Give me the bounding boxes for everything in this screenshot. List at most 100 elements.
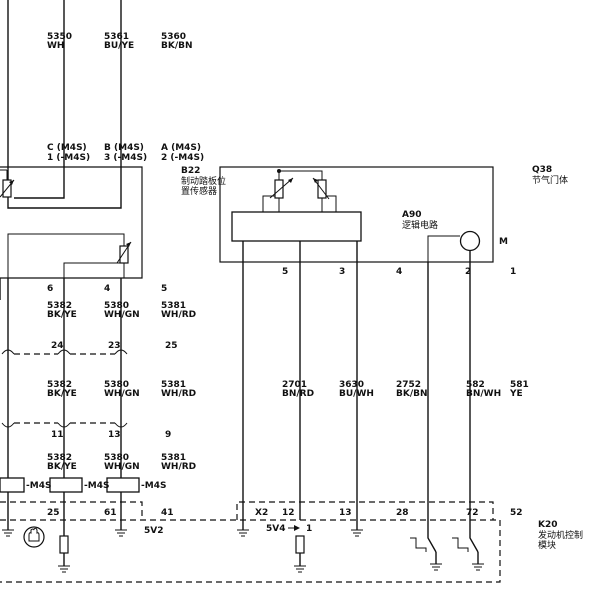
mid-wire-group-3: 5382 BK/YE 5380 WH/GN 5381 WH/RD — [47, 453, 196, 472]
b22-conn-c: C (M4S) — [47, 143, 87, 153]
splice-connector-1: 24 23 25 — [1, 341, 178, 355]
q38-wire-1-color: BN/RD — [282, 389, 314, 399]
top-wire-labels: 5350 WH 5361 BU/YE 5360 BK/BN — [47, 32, 193, 51]
esd-warning-icon — [23, 526, 45, 548]
b22-id: B22 — [181, 166, 200, 176]
mid1-wire-3-circuit: 5381 — [161, 301, 186, 311]
mid1-wire-2-circuit: 5380 — [104, 301, 129, 311]
k20-5v4-label: 5V4 — [266, 524, 286, 534]
b22-conn-1: 1 (-M4S) — [47, 153, 90, 163]
q38-pins: 5 3 4 2 1 — [282, 267, 516, 277]
mid3-wire-1-circuit: 5382 — [47, 453, 72, 463]
q38-wire-5-circuit: 581 — [510, 380, 529, 390]
k20-pin-28: 28 — [396, 508, 409, 518]
q38-name: 节气门体 — [532, 174, 568, 186]
b22-lower-wire-lines — [7, 278, 122, 478]
m4s-label-2: -M4S — [84, 481, 109, 491]
q38-wire-4-circuit: 582 — [466, 380, 485, 390]
mid3-wire-2-circuit: 5380 — [104, 453, 129, 463]
b22-name-line1: 制动踏板位 — [181, 175, 226, 187]
q38-wire-2-color: BU/WH — [339, 389, 374, 399]
k20-name-line1: 发动机控制 — [538, 529, 583, 541]
q38-id: Q38 — [532, 165, 552, 175]
b22-pin-6: 6 — [47, 284, 53, 294]
k20-pin-13: 13 — [339, 508, 352, 518]
q38-pin-2: 2 — [465, 267, 471, 277]
q38-potentiometers — [262, 169, 337, 212]
a90-id: A90 — [402, 210, 422, 220]
q38-wire-lines — [242, 241, 471, 520]
k20-boundary — [0, 501, 501, 583]
m4s-resistors: -M4S -M4S -M4S — [0, 477, 166, 520]
q38-wire-5-color: YE — [509, 389, 523, 399]
top-wire-1-circuit: 5350 — [47, 32, 72, 42]
b22-body — [0, 166, 143, 279]
k20-pin-25: 25 — [47, 508, 60, 518]
mid1-wire-3-color: WH/RD — [161, 310, 196, 320]
mid1-wire-1-circuit: 5382 — [47, 301, 72, 311]
mid-wire-group-2: 5382 BK/YE 5380 WH/GN 5381 WH/RD — [47, 380, 196, 399]
top-wire-2-color: BU/YE — [104, 41, 134, 51]
k20-pin-61: 61 — [104, 508, 117, 518]
q38-wire-2-circuit: 3630 — [339, 380, 364, 390]
q38-pin-5: 5 — [282, 267, 288, 277]
b22-potentiometer-2 — [0, 233, 132, 300]
b22-potentiometer-1 — [0, 169, 15, 198]
top-wire-2-circuit: 5361 — [104, 32, 129, 42]
splice1-pin-23: 23 — [108, 341, 121, 351]
mid1-wire-2-color: WH/GN — [104, 310, 140, 320]
m4s-label-1: -M4S — [26, 481, 51, 491]
mid3-wire-1-color: BK/YE — [47, 462, 77, 472]
mid2-wire-2-circuit: 5380 — [104, 380, 129, 390]
top-wire-1-color: WH — [47, 41, 64, 51]
top-wire-3-color: BK/BN — [161, 41, 193, 51]
b22-conn-3: 3 (-M4S) — [104, 153, 147, 163]
q38-pin-1: 1 — [510, 267, 516, 277]
k20-name-line2: 模块 — [538, 539, 556, 551]
a90-name: 逻辑电路 — [402, 219, 438, 231]
k20-pin-52: 52 — [510, 508, 523, 518]
splice1-pin-24: 24 — [51, 341, 64, 351]
splice1-pin-25: 25 — [165, 341, 178, 351]
splice-connector-2: 11 13 9 — [1, 422, 171, 440]
b22-bottom-pins: 6 4 5 — [47, 284, 167, 294]
q38-sensor-block — [231, 211, 362, 242]
q38-wire-3-color: BK/BN — [396, 389, 428, 399]
mid1-wire-1-color: BK/YE — [47, 310, 77, 320]
mid-wire-group-1: 5382 BK/YE 5380 WH/GN 5381 WH/RD — [47, 301, 196, 320]
q38-wire-1-circuit: 2701 — [282, 380, 307, 390]
a90-line — [427, 235, 460, 262]
k20-pin-labels: 25 61 41 X2 12 13 28 72 52 — [47, 508, 523, 518]
mid3-wire-2-color: WH/GN — [104, 462, 140, 472]
q38-wire-labels: 2701 BN/RD 3630 BU/WH 2752 BK/BN 582 BN/… — [282, 380, 529, 399]
top-wire-3-circuit: 5360 — [161, 32, 186, 42]
mid2-wire-2-color: WH/GN — [104, 389, 140, 399]
b22-name-line2: 置传感器 — [181, 185, 217, 197]
q38-wire-4-color: BN/WH — [466, 389, 501, 399]
splice2-pin-13: 13 — [108, 430, 121, 440]
splice2-pin-9: 9 — [165, 430, 171, 440]
q38-wire-3-circuit: 2752 — [396, 380, 421, 390]
q38-pin-3: 3 — [339, 267, 345, 277]
b22-pin-5: 5 — [161, 284, 167, 294]
b22-conn-a: A (M4S) — [161, 143, 201, 153]
k20-pin-x2: X2 — [255, 508, 268, 518]
k20-internal-circuit: 5V2 5V4 1 — [2, 520, 484, 573]
mid3-wire-3-circuit: 5381 — [161, 453, 186, 463]
mid2-wire-1-circuit: 5382 — [47, 380, 72, 390]
b22-conn-2: 2 (-M4S) — [161, 153, 204, 163]
k20-pin-12: 12 — [282, 508, 295, 518]
b22-connector-labels: C (M4S) 1 (-M4S) B (M4S) 3 (-M4S) A (M4S… — [47, 143, 204, 163]
splice2-pin-11: 11 — [51, 430, 64, 440]
mid3-wire-3-color: WH/RD — [161, 462, 196, 472]
k20-pin-41: 41 — [161, 508, 174, 518]
q38-pin-4: 4 — [396, 267, 402, 277]
motor-icon — [459, 230, 481, 252]
b22-pin-4: 4 — [104, 284, 110, 294]
mid2-wire-3-color: WH/RD — [161, 389, 196, 399]
k20-pin-72: 72 — [466, 508, 479, 518]
b22-conn-b: B (M4S) — [104, 143, 144, 153]
mid2-wire-3-circuit: 5381 — [161, 380, 186, 390]
k20-5v2-label: 5V2 — [144, 526, 164, 536]
